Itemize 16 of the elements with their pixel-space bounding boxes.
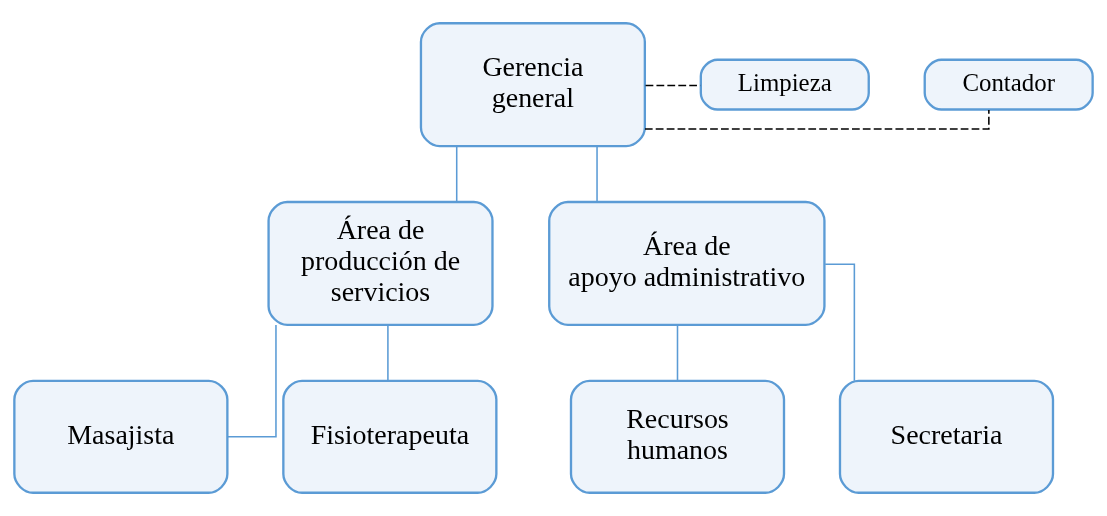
node-box: Gerencia general [419,22,646,148]
connector [226,324,277,438]
connector [455,145,458,203]
connector [676,324,679,382]
connector [596,145,598,203]
connector [387,324,389,382]
node-box: Secretaria [838,379,1055,494]
node-box: Masajista [13,379,229,494]
connector [824,263,856,382]
connector [644,109,990,130]
node-box: Área de apoyo administrativo [548,200,826,327]
node-box: Recursos humanos [569,379,786,494]
node-box: Fisioterapeuta [282,379,498,494]
node-box: Contador [923,58,1094,111]
node-box: Área de producción de servicios [267,200,494,327]
node-box: Limpieza [699,58,870,111]
